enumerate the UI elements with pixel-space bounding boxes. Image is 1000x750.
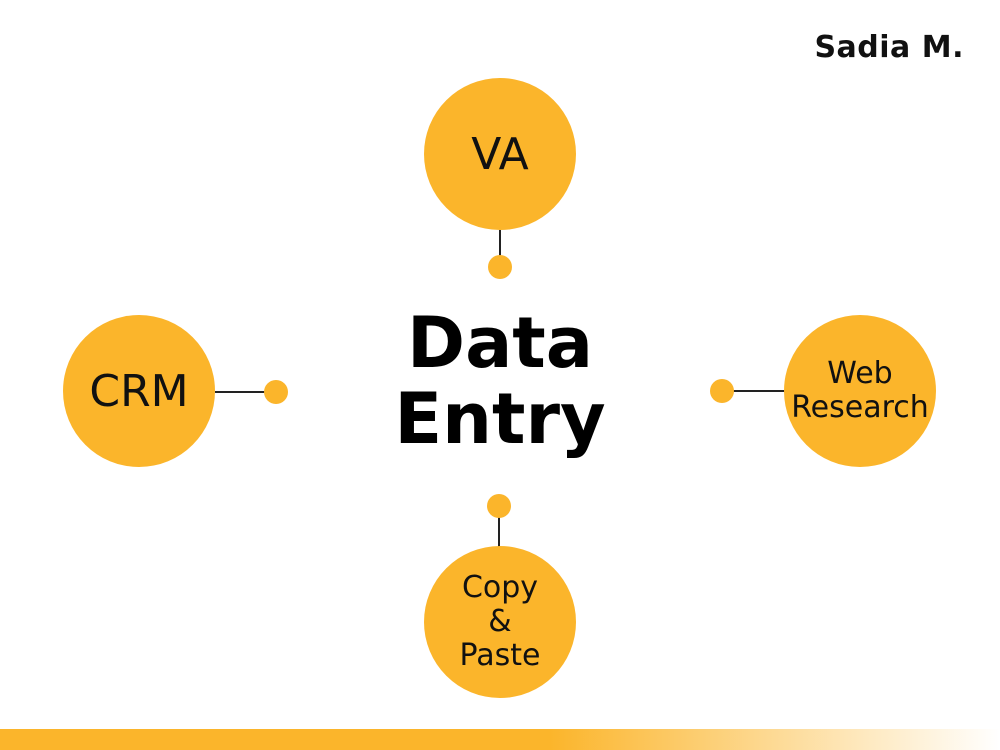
node-web-label-line-1: Web [827,356,893,391]
center-title-line-2: Entry [394,378,606,460]
va-connector-line [499,230,501,260]
author-name: Sadia M. [814,30,964,65]
node-crm: CRM [63,315,215,467]
node-va-label: VA [471,128,529,180]
va-connector-dot [488,255,512,279]
node-web-research: Web Research [784,315,936,467]
crm-connector-line [215,391,267,393]
web-connector-line [730,390,785,392]
node-copy-label-line-3: Paste [459,638,541,673]
crm-connector-dot [264,380,288,404]
center-title-line-1: Data [406,302,594,384]
node-copy-label-line-2: & [488,604,512,639]
copy-connector-dot [487,494,511,518]
web-connector-dot [710,379,734,403]
copy-connector-line [498,512,500,548]
node-copy-label-line-1: Copy [461,570,539,605]
bottom-accent-bar [0,729,1000,750]
center-title: Data Entry [350,305,650,457]
node-va: VA [424,78,576,230]
node-crm-label: CRM [89,365,189,417]
node-copy-paste: Copy & Paste [424,546,576,698]
node-web-label-line-2: Research [791,390,929,425]
